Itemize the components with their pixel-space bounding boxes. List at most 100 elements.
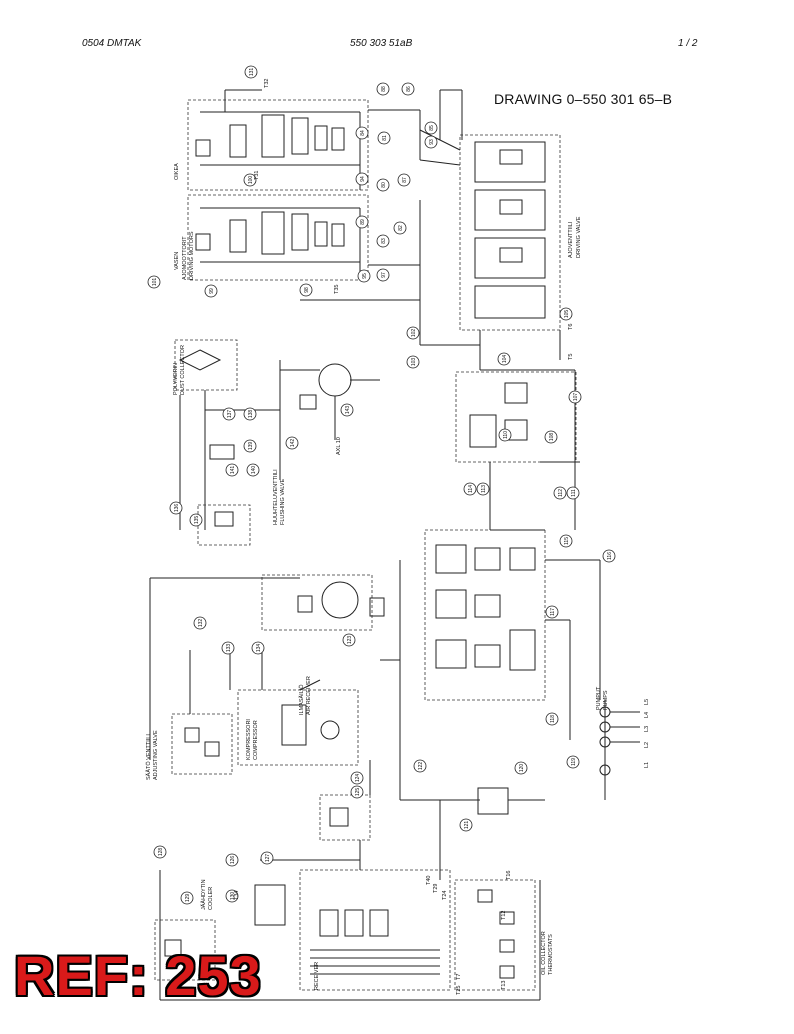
callout-number: 114 bbox=[468, 485, 474, 493]
document-code: 0504 DMTAK bbox=[82, 38, 142, 49]
label-ajomoottorit: AJOMOOTTORIT bbox=[182, 236, 188, 280]
bottom-group bbox=[154, 787, 545, 1001]
callout-bubble bbox=[355, 126, 369, 140]
callout-bubble bbox=[424, 121, 438, 135]
callout-bubble bbox=[180, 891, 194, 905]
callout-bubble bbox=[243, 407, 257, 421]
callout-bubble bbox=[342, 633, 356, 647]
callout-bubble bbox=[406, 326, 420, 340]
callout-number: 99 bbox=[209, 288, 215, 294]
drawing-title: DRAWING 0–550 301 65–B bbox=[494, 91, 673, 107]
component-tag: T16 bbox=[506, 871, 512, 880]
callout-number: 89 bbox=[360, 219, 366, 225]
component-tag: L3 bbox=[644, 726, 650, 732]
label-compressor: COMPRESSOR bbox=[253, 720, 259, 760]
callout-number: 117 bbox=[550, 608, 556, 616]
callout-number: 136 bbox=[174, 504, 180, 513]
callout-number: 125 bbox=[355, 788, 361, 797]
callout-number: 86 bbox=[406, 86, 412, 92]
callout-number: 81 bbox=[382, 135, 388, 141]
callout-bubble bbox=[459, 818, 473, 832]
label-oil-collector: OIL COLLECTOR bbox=[541, 931, 547, 975]
callout-number: 133 bbox=[226, 644, 232, 653]
driving-motors-group bbox=[187, 89, 421, 301]
component-tag: T32 bbox=[264, 79, 270, 88]
callout-bubble bbox=[299, 283, 313, 297]
callout-bubble bbox=[350, 785, 364, 799]
component-tag: T29 bbox=[433, 884, 439, 893]
callout-number: 138 bbox=[248, 410, 254, 419]
callout-number: 107 bbox=[573, 393, 579, 402]
label-adjusting-valve: ADJUSTING VALVE bbox=[153, 730, 159, 780]
label-saato-venttiili: SÄÄTÖ VENTTIILI bbox=[145, 734, 152, 780]
motor-block-left bbox=[187, 194, 369, 281]
callout-number: 108 bbox=[549, 433, 555, 442]
callout-number: 124 bbox=[355, 774, 361, 783]
callout-bubble bbox=[225, 463, 239, 477]
callout-bubble bbox=[545, 712, 559, 726]
callout-bubble bbox=[357, 269, 371, 283]
callout-number: 111 bbox=[571, 489, 577, 497]
callout-bubble bbox=[559, 534, 573, 548]
dust-collector-group bbox=[174, 339, 281, 546]
label-air-receiver: AIR RECEIVER bbox=[306, 676, 312, 715]
callout-bubble bbox=[476, 482, 490, 496]
component-tag: T7 bbox=[456, 974, 462, 980]
callout-bubble bbox=[376, 82, 390, 96]
compressor-group bbox=[237, 679, 359, 766]
label-cooler: COOLER bbox=[208, 887, 214, 910]
callout-bubble bbox=[251, 641, 265, 655]
callout-number: 93 bbox=[429, 139, 435, 145]
label-flushing-valve: FLUSHING VALVE bbox=[280, 478, 286, 525]
callout-bubble bbox=[260, 851, 274, 865]
callout-number: 139 bbox=[248, 442, 254, 451]
callout-bubble bbox=[553, 486, 567, 500]
callout-number: 131 bbox=[249, 68, 255, 77]
callout-number: 85 bbox=[429, 125, 435, 131]
callout-bubble bbox=[376, 234, 390, 248]
callout-number: 126 bbox=[230, 856, 236, 865]
callout-number: 95 bbox=[362, 273, 368, 279]
component-tag: T13 bbox=[501, 981, 507, 990]
control-block-group bbox=[424, 529, 600, 740]
callout-bubble bbox=[153, 845, 167, 859]
label-vasen: VASEN bbox=[174, 252, 180, 270]
label-oikea: OIKEA bbox=[174, 163, 180, 180]
callout-bubble bbox=[566, 755, 580, 769]
label-thermostats: THERMOSTATS bbox=[548, 934, 554, 975]
connecting-lines bbox=[229, 300, 601, 870]
callout-bubble bbox=[397, 173, 411, 187]
label-kompressori: KOMPRESSORI bbox=[246, 719, 252, 760]
component-tag: T34 bbox=[234, 891, 240, 900]
component-tag: T31 bbox=[254, 171, 260, 180]
driving-valve-group bbox=[419, 89, 561, 370]
label-ilmasailio: ILMASÄILIÖ bbox=[298, 684, 305, 715]
callout-bubble bbox=[545, 605, 559, 619]
label-driving-valve: DRIVING VALVE bbox=[576, 216, 582, 258]
callout-number: 102 bbox=[411, 329, 417, 338]
callout-number: 113 bbox=[481, 485, 487, 493]
adjusting-valve-group bbox=[171, 650, 233, 775]
callout-bubble bbox=[204, 284, 218, 298]
component-tag: T12 bbox=[501, 911, 507, 920]
component-tag: T5 bbox=[568, 354, 574, 360]
component-tag: L1 bbox=[644, 762, 650, 768]
label-dust-collector: DUST COLLECTOR bbox=[180, 345, 186, 395]
callout-bubble bbox=[243, 173, 257, 187]
callout-number: 84 bbox=[360, 130, 366, 136]
callout-number: 129 bbox=[185, 894, 191, 903]
callout-bubble bbox=[285, 436, 299, 450]
callout-bubble bbox=[514, 761, 528, 775]
label-jaahdytin: JÄÄHDYTIN bbox=[200, 879, 207, 910]
air-receiver-group bbox=[149, 574, 385, 760]
callout-bubble bbox=[413, 759, 427, 773]
callout-number: 130 bbox=[230, 892, 236, 901]
callout-number: 132 bbox=[198, 619, 204, 628]
callout-number: 140 bbox=[251, 466, 257, 475]
callout-number: 128 bbox=[158, 848, 164, 857]
callout-number: 98 bbox=[304, 287, 310, 293]
callout-bubble bbox=[189, 513, 203, 527]
callout-bubble bbox=[498, 428, 512, 442]
callout-bubble bbox=[602, 549, 616, 563]
